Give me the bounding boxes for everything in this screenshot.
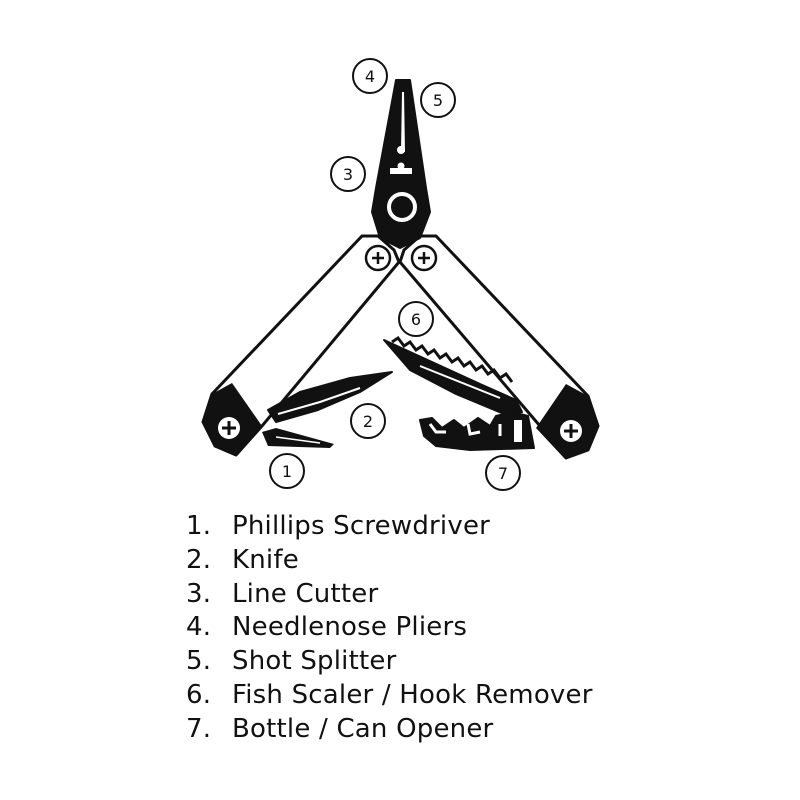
legend-number: 3. xyxy=(186,578,212,609)
callout-5-label: 5 xyxy=(433,91,443,110)
legend-number: 1. xyxy=(186,511,212,541)
right-handle xyxy=(398,234,600,460)
legend-label: Knife xyxy=(232,544,299,575)
legend-number: 5. xyxy=(186,646,212,677)
callout-6: 6 xyxy=(398,301,434,337)
phillips-screwdriver-tool xyxy=(262,428,334,448)
callout-1: 1 xyxy=(269,453,305,489)
legend-item: 3. Line Cutter xyxy=(186,578,593,612)
legend-label: Needlenose Pliers xyxy=(232,612,468,643)
callout-7: 7 xyxy=(485,455,521,491)
legend-label: Fish Scaler / Hook Remover xyxy=(232,679,593,710)
callout-5: 5 xyxy=(420,82,456,118)
callout-2-label: 2 xyxy=(363,412,373,431)
legend-item: 7. Bottle / Can Opener xyxy=(186,713,593,747)
legend-label: Shot Splitter xyxy=(232,646,397,677)
bottle-opener-tool xyxy=(419,411,535,451)
callout-4-label: 4 xyxy=(365,67,375,86)
callout-6-label: 6 xyxy=(411,310,421,329)
legend-number: 6. xyxy=(186,679,212,710)
needlenose-pliers-head xyxy=(371,79,431,249)
legend-item: 4. Needlenose Pliers xyxy=(186,611,593,645)
legend-item: 6. Fish Scaler / Hook Remover xyxy=(186,679,593,713)
knife-tool xyxy=(267,371,393,423)
legend-item: 2. Knife xyxy=(186,544,593,578)
legend-label: Phillips Screwdriver xyxy=(232,511,491,541)
callout-3: 3 xyxy=(330,156,366,192)
callout-4: 4 xyxy=(352,58,388,94)
callout-3-label: 3 xyxy=(343,165,353,184)
legend-label: Line Cutter xyxy=(232,578,379,609)
legend-number: 4. xyxy=(186,612,212,643)
fish-scaler-tool xyxy=(383,335,523,415)
callout-1-label: 1 xyxy=(282,462,292,481)
legend-number: 2. xyxy=(186,544,212,575)
legend-label: Bottle / Can Opener xyxy=(232,713,494,744)
legend-item: 5. Shot Splitter xyxy=(186,645,593,679)
callout-2: 2 xyxy=(350,403,386,439)
callout-7-label: 7 xyxy=(498,464,508,483)
tool-legend: 1. Phillips Screwdriver 2. Knife 3. Line Cu… xyxy=(186,510,593,747)
legend-item: 1. Phillips Screwdriver xyxy=(186,510,593,544)
multitool-diagram: 1 2 3 4 5 6 7 xyxy=(201,58,600,491)
legend-number: 7. xyxy=(186,713,212,744)
left-handle xyxy=(201,234,401,457)
